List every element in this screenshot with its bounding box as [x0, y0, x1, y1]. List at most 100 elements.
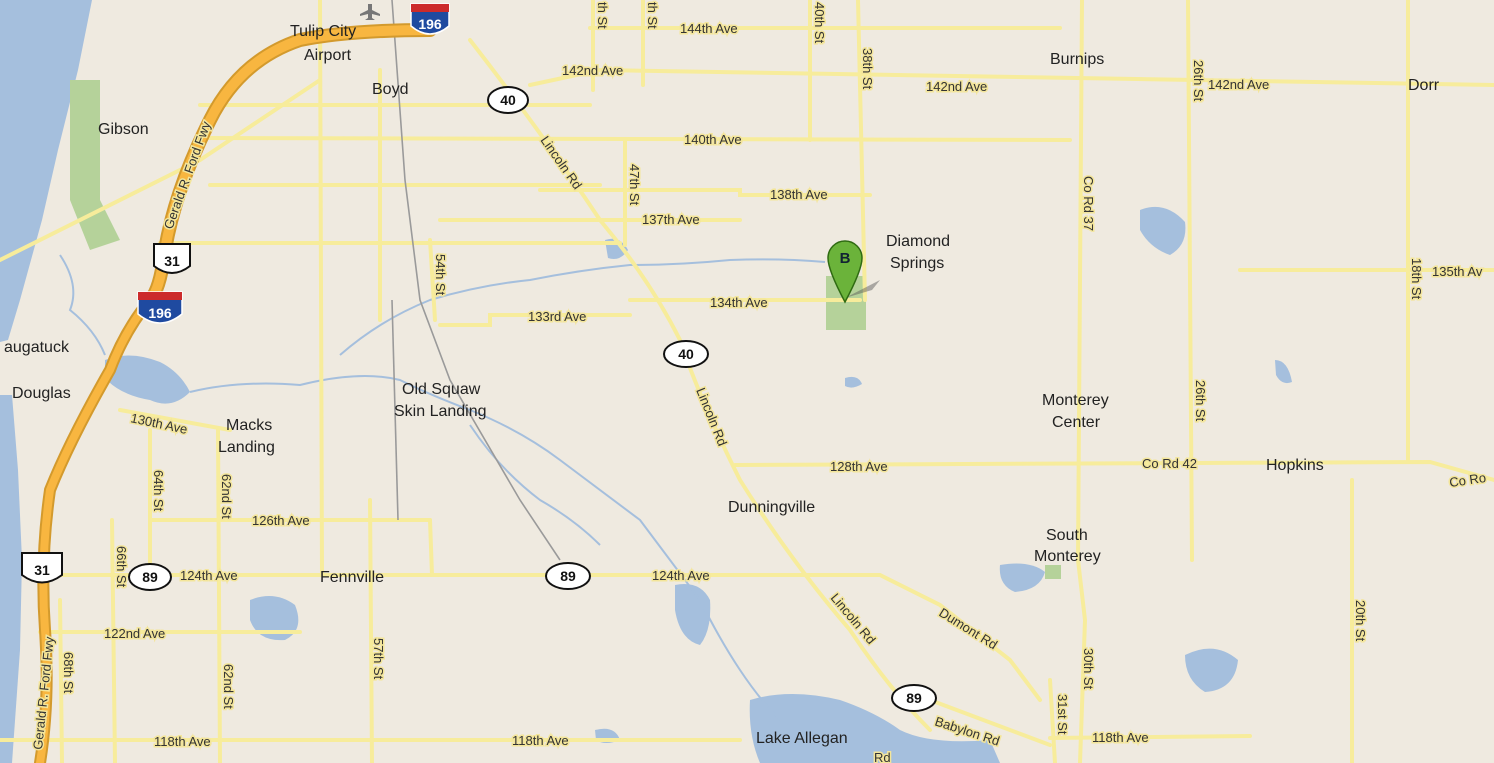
- label-tulip-city: Tulip City: [290, 23, 356, 40]
- kalamazoo-lake: [105, 355, 190, 404]
- shield-us31-b: 31: [21, 552, 63, 584]
- road-west-grid-1: [318, 0, 324, 577]
- shield-m89-b: 89: [545, 562, 591, 590]
- pond-1: [250, 596, 299, 641]
- marker-pin-icon: [827, 240, 863, 304]
- label-31st-st: 31st St: [1055, 694, 1070, 735]
- label-douglas: Douglas: [12, 385, 71, 402]
- road-66th-st: [110, 518, 117, 763]
- label-dorr: Dorr: [1408, 77, 1440, 94]
- road-124th-ave: [28, 573, 1042, 702]
- route-shields: 196 196 31 31 40 40 89: [21, 3, 937, 712]
- shield-i196-left: 196: [137, 291, 183, 324]
- label-138th-ave: 138th Ave: [770, 187, 828, 202]
- label-lake-allegan: Lake Allegan: [756, 730, 848, 747]
- road-68th-st: [58, 598, 64, 763]
- label-20th-st: 20th St: [1353, 600, 1368, 642]
- water-features: [0, 0, 1292, 763]
- railroad: [391, 0, 561, 561]
- label-47th-st: 47th St: [627, 164, 642, 206]
- label-57th-st: 57th St: [371, 638, 386, 680]
- label-142nd-ave-b: 142nd Ave: [926, 79, 987, 94]
- map-marker-b[interactable]: B: [827, 240, 880, 304]
- label-rd-fragment: Rd: [874, 750, 891, 763]
- road-130th-ave: [118, 408, 232, 432]
- label-burnips: Burnips: [1050, 51, 1104, 68]
- lake-allegan-shape: [749, 694, 1000, 763]
- road-140th-ave: [198, 136, 1072, 142]
- label-co-rd-37: Co Rd 37: [1081, 176, 1096, 231]
- label-118th-ave-a: 118th Ave: [154, 734, 211, 749]
- road-co-rd-37: [1075, 0, 1088, 763]
- road-54th-st: [428, 238, 437, 322]
- shield-m89-c: 89: [891, 684, 937, 712]
- road-31st-st: [1048, 678, 1057, 763]
- road-labels: 144th Ave 142nd Ave 142nd Ave 142nd Ave …: [103, 20, 1489, 763]
- rabbit-river: [339, 258, 826, 356]
- label-137th-ave: 137th Ave: [642, 212, 700, 227]
- label-dunningville: Dunningville: [728, 499, 815, 516]
- label-54th-st: 54th St: [433, 254, 448, 296]
- lake-michigan: [0, 0, 92, 342]
- road-26th-st: [1186, 0, 1194, 562]
- road-142nd-ave-west: [528, 67, 1494, 87]
- label-128th-ave: 128th Ave: [830, 459, 888, 474]
- label-south-monterey: Monterey: [1034, 548, 1101, 565]
- label-142nd-ave-c: 142nd Ave: [1208, 77, 1269, 92]
- shield-m40-a: 40: [487, 86, 529, 114]
- kalamazoo-river: [189, 375, 781, 721]
- label-th-st-a: th St: [595, 2, 610, 29]
- parks: [70, 80, 1061, 579]
- label-133rd-ave: 133rd Ave: [528, 309, 586, 324]
- label-118th-ave-b: 118th Ave: [512, 733, 569, 748]
- label-airport: Airport: [304, 47, 352, 64]
- label-18th-st: 18th St: [1409, 258, 1424, 300]
- label-south: South: [1046, 527, 1088, 544]
- pond-4: [1185, 648, 1238, 692]
- shield-m89-a: 89: [128, 563, 172, 591]
- road-133rd-ave: [438, 313, 632, 327]
- label-130th-ave: 130th Ave: [129, 410, 188, 437]
- road-62nd-st: [216, 428, 222, 763]
- airplane-icon: [360, 4, 380, 20]
- label-macks: Macks: [226, 417, 272, 434]
- label-64th-st: 64th St: [151, 470, 166, 512]
- pond-3: [999, 563, 1045, 592]
- label-co-rd-42: Co Rd 42: [1142, 456, 1197, 471]
- label-dumont-rd: Dumont Rd: [936, 605, 1000, 653]
- road-57th-st: [368, 498, 374, 763]
- freeway-us31: [36, 296, 154, 763]
- label-lincoln-rd-b: Lincoln Rd: [693, 386, 730, 449]
- label-30th-st: 30th St: [1081, 648, 1096, 690]
- pond-5: [1140, 206, 1186, 255]
- label-124th-ave-b: 124th Ave: [652, 568, 710, 583]
- road-babylon-rd: [928, 698, 1052, 747]
- label-th-st-b: th St: [645, 2, 660, 29]
- label-diamond: Diamond: [886, 233, 950, 250]
- road-38th-st: [856, 0, 867, 302]
- label-lincoln-rd-c: Lincoln Rd: [828, 590, 879, 647]
- label-144th-ave: 144th Ave: [680, 21, 738, 36]
- park-saugatuck-dunes: [70, 80, 120, 250]
- road-lincoln-rd: [468, 38, 932, 732]
- marker-shadow: [845, 280, 880, 298]
- road-labels-vertical: Lincoln Rd Lincoln Rd Lincoln Rd Gerald …: [29, 1, 1426, 752]
- road-138th-ave: [538, 188, 872, 197]
- label-68th-st: 68th St: [61, 652, 76, 694]
- lake-michigan-south: [0, 395, 22, 763]
- shield-m89-b-text: 89: [560, 568, 576, 584]
- label-142nd-ave-a: 142nd Ave: [562, 63, 623, 78]
- label-122nd-ave: 122nd Ave: [104, 626, 165, 641]
- place-labels: Tulip City Airport Boyd Gibson Burnips D…: [4, 23, 1440, 747]
- shield-m89-a-text: 89: [142, 569, 158, 585]
- road-west-grid-3: [428, 518, 434, 577]
- label-140th-ave: 140th Ave: [684, 132, 742, 147]
- shield-m40-b: 40: [663, 340, 709, 368]
- label-126th-ave: 126th Ave: [252, 513, 310, 528]
- pond-8: [1275, 360, 1292, 384]
- label-fennville: Fennville: [320, 569, 384, 586]
- label-62nd-st-b: 62nd St: [221, 664, 236, 709]
- label-gibson: Gibson: [98, 121, 149, 138]
